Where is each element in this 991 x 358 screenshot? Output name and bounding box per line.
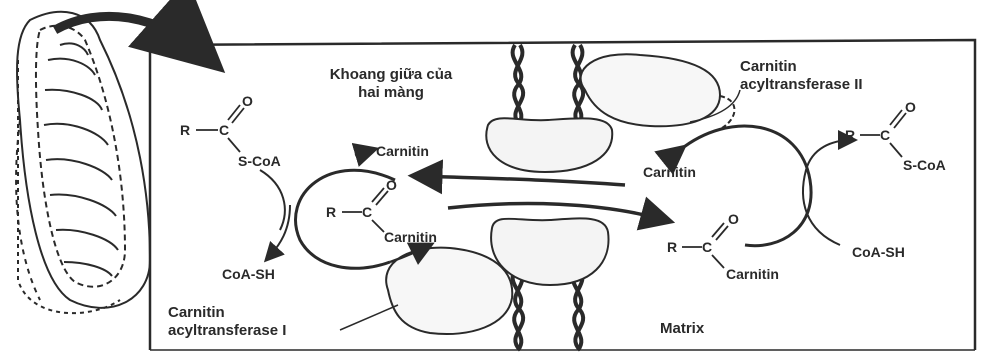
enzyme-1-pointer [340,305,398,330]
intermembrane-space-label: Khoang giữa của hai màng [306,66,476,102]
membrane-helix-right [573,45,584,350]
enzyme-2-label: Carnitin acyltransferase II [740,58,863,94]
enzyme-2-blob [581,54,720,126]
enzyme-2-line-2: acyltransferase II [740,76,863,94]
acylcarnitin-in-arrow [448,204,665,220]
enzyme-1-blob [386,248,512,334]
right-cycle-top-arrow [720,96,735,128]
left-acyl-carnitin-r: R [326,203,336,221]
intermembrane-line-2: hai màng [306,84,476,102]
enzyme-1-label: Carnitin acyltransferase I [168,304,286,340]
left-acyl-coa-r: R [180,121,190,139]
left-cycle-arc [296,170,395,268]
enzyme-1-line-2: acyltransferase I [168,322,286,340]
translocase-upper [486,118,612,172]
membrane-helix-left [513,45,524,350]
left-cycle-out-arrow [268,205,290,258]
right-acyl-coa-scoa: S-CoA [903,156,946,174]
left-acyl-coa-c: C [219,121,229,139]
left-cycle-in-arrow [260,170,285,230]
right-acyl-carnitin-o: O [728,210,739,228]
left-carnitin-top: Carnitin [376,142,429,160]
zoom-arrow [55,16,205,55]
left-acyl-carnitin-c: C [362,203,372,221]
left-cycle-carnitin-arrow [355,150,372,155]
right-acyl-coa-r: R [845,126,855,144]
right-acyl-coa-o: O [905,98,916,116]
right-acyl-carnitin-name: Carnitin [726,265,779,283]
intermembrane-line-1: Khoang giữa của [306,66,476,84]
right-acyl-carnitin-c: C [702,238,712,256]
matrix-label: Matrix [660,320,704,338]
right-cycle-arc [680,126,811,246]
enzyme-1-line-1: Carnitin [168,304,286,322]
left-acyl-coa-scoa: S-CoA [238,152,281,170]
right-acyl-carnitin-r: R [667,238,677,256]
right-acyl-coa-c: C [880,126,890,144]
left-acyl-carnitin-o: O [386,176,397,194]
left-acyl-coa-o: O [242,92,253,110]
left-coa-sh: CoA-SH [222,265,275,283]
left-acyl-carnitin-name: Carnitin [384,228,437,246]
enzyme-2-line-1: Carnitin [740,58,863,76]
right-carnitin-top: Carnitin [643,163,696,181]
mitochondrion-illustration [16,12,150,308]
right-coa-sh: CoA-SH [852,243,905,261]
carnitin-out-arrow [418,176,625,185]
